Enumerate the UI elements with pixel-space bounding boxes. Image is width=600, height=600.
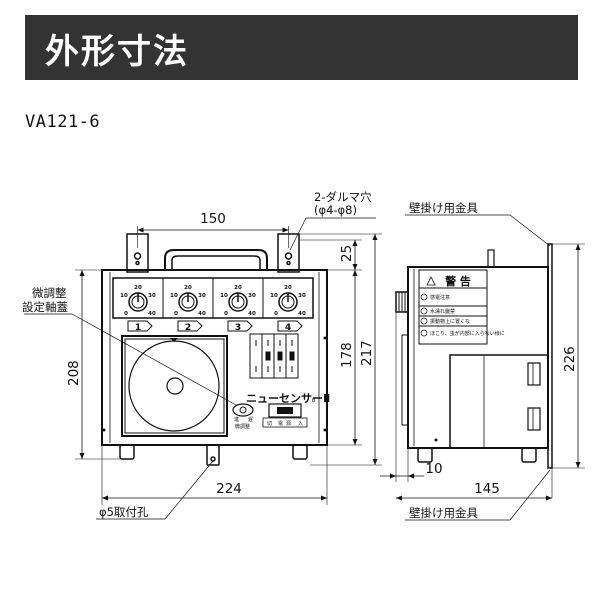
- knob-1-scale-max: 40: [148, 311, 156, 317]
- feet: [119, 444, 308, 466]
- knob-1-scale-min: 0: [124, 311, 128, 317]
- dim-width: 224: [216, 481, 242, 497]
- dim-inner-height: 178: [339, 342, 355, 368]
- sensor-dial: [121, 335, 228, 437]
- bracket-top-label: 壁掛け用金具: [409, 201, 478, 215]
- timer-knob-3: 20 10 30 0 40: [220, 285, 256, 317]
- knob-3-scale-top: 20: [234, 285, 242, 291]
- dim-top-offset: 25: [339, 245, 355, 262]
- front-view: 20 10 30 0 40 20 10 30 0 40 20 10 30 0 4…: [22, 190, 382, 520]
- bracket-bottom-label: 壁掛け用金具: [409, 506, 478, 520]
- warning-label: [418, 269, 488, 345]
- knob-3-scale-right: 30: [248, 293, 256, 299]
- timer-knob-2: 20 10 30 0 40: [170, 285, 206, 317]
- enclosure-side: [407, 266, 549, 449]
- switch-label-off: 切: [267, 420, 272, 427]
- switch-label-on: 入: [298, 421, 303, 427]
- knob-1-scale-top: 20: [134, 285, 142, 291]
- knob-4-scale-left: 10: [270, 293, 278, 299]
- knob-1-tag: [127, 320, 153, 332]
- knob-4-number: 4: [285, 323, 291, 333]
- header-banner: 外形寸法: [25, 15, 578, 80]
- knob-2-scale-top: 20: [184, 285, 192, 291]
- mounting-holes-size: (φ4-φ8): [314, 203, 357, 217]
- warning-row-electric: 感電注意: [430, 294, 450, 301]
- knob-4-scale-min: 0: [274, 311, 278, 317]
- knob-2-scale-min: 0: [174, 311, 178, 317]
- knob-1-scale-right: 30: [148, 293, 156, 299]
- warning-row-vibration: 振動物上に置くな: [430, 318, 470, 325]
- warning-row-water: 水濡れ厳禁: [430, 308, 455, 315]
- dim-body-height: 208: [66, 360, 82, 386]
- micro-adjust-label-2: 設定軸蓋: [22, 300, 68, 314]
- adjust-caption: 微調整: [235, 423, 250, 430]
- adjust-label-left: 進: [234, 416, 239, 423]
- timer-knob-1: 20 10 30 0 40: [120, 285, 156, 317]
- brand-label: ニューセンサーⅡ: [246, 392, 330, 405]
- knob-2-number: 2: [185, 323, 191, 333]
- fixing-hole-label: φ5取付孔: [99, 505, 149, 519]
- knob-2-tag: [177, 320, 203, 332]
- knob-4-tag: [277, 320, 303, 332]
- timer-knob-4: 20 10 30 0 40: [270, 285, 306, 317]
- knob-3-scale-min: 0: [224, 311, 228, 317]
- switch-label-power-1: 電: [278, 421, 283, 427]
- dim-total-height: 217: [359, 340, 375, 366]
- warning-title: 警 告: [444, 274, 471, 288]
- micro-adjust-label-1: 微調整: [32, 286, 67, 300]
- knob-4-scale-right: 30: [298, 293, 306, 299]
- knob-3-tag: [227, 320, 253, 332]
- knob-1-scale-left: 10: [120, 293, 128, 299]
- knob-3-scale-max: 40: [248, 311, 256, 317]
- model-number: VA121-6: [25, 112, 101, 132]
- fuse-holders: [249, 333, 299, 379]
- side-view: 警 告 感電注意 水濡れ厳禁 振動物上に置くな ほこり、虫が内部に入らない様に …: [380, 201, 585, 521]
- mounting-holes-label: 2-ダルマ穴: [314, 190, 372, 204]
- power-switch: [262, 403, 308, 428]
- knob-2-scale-max: 40: [198, 311, 206, 317]
- knob-3-number: 3: [235, 323, 241, 333]
- dim-hole-pitch: 150: [200, 211, 226, 227]
- dim-side-depth: 145: [474, 481, 500, 497]
- micro-adjust-cover: [232, 403, 254, 417]
- dim-side-height: 226: [562, 346, 578, 372]
- knob-3-scale-left: 10: [220, 293, 228, 299]
- side-door: [449, 354, 549, 449]
- switch-label-power-2: 源: [286, 420, 291, 427]
- knob-2-scale-right: 30: [198, 293, 206, 299]
- knob-2-scale-left: 10: [170, 293, 178, 299]
- page-title: 外形寸法: [45, 32, 189, 72]
- knob-4-scale-top: 20: [284, 285, 292, 291]
- adjust-label-right: 遅: [248, 417, 253, 423]
- warning-row-dust: ほこり、虫が内部に入らない様に: [430, 330, 505, 337]
- knob-1-number: 1: [135, 323, 141, 333]
- brand-suffix: B: [312, 398, 316, 404]
- knob-4-scale-max: 40: [298, 311, 306, 317]
- dim-side-offset: 10: [425, 461, 442, 477]
- carry-handle: [164, 249, 268, 270]
